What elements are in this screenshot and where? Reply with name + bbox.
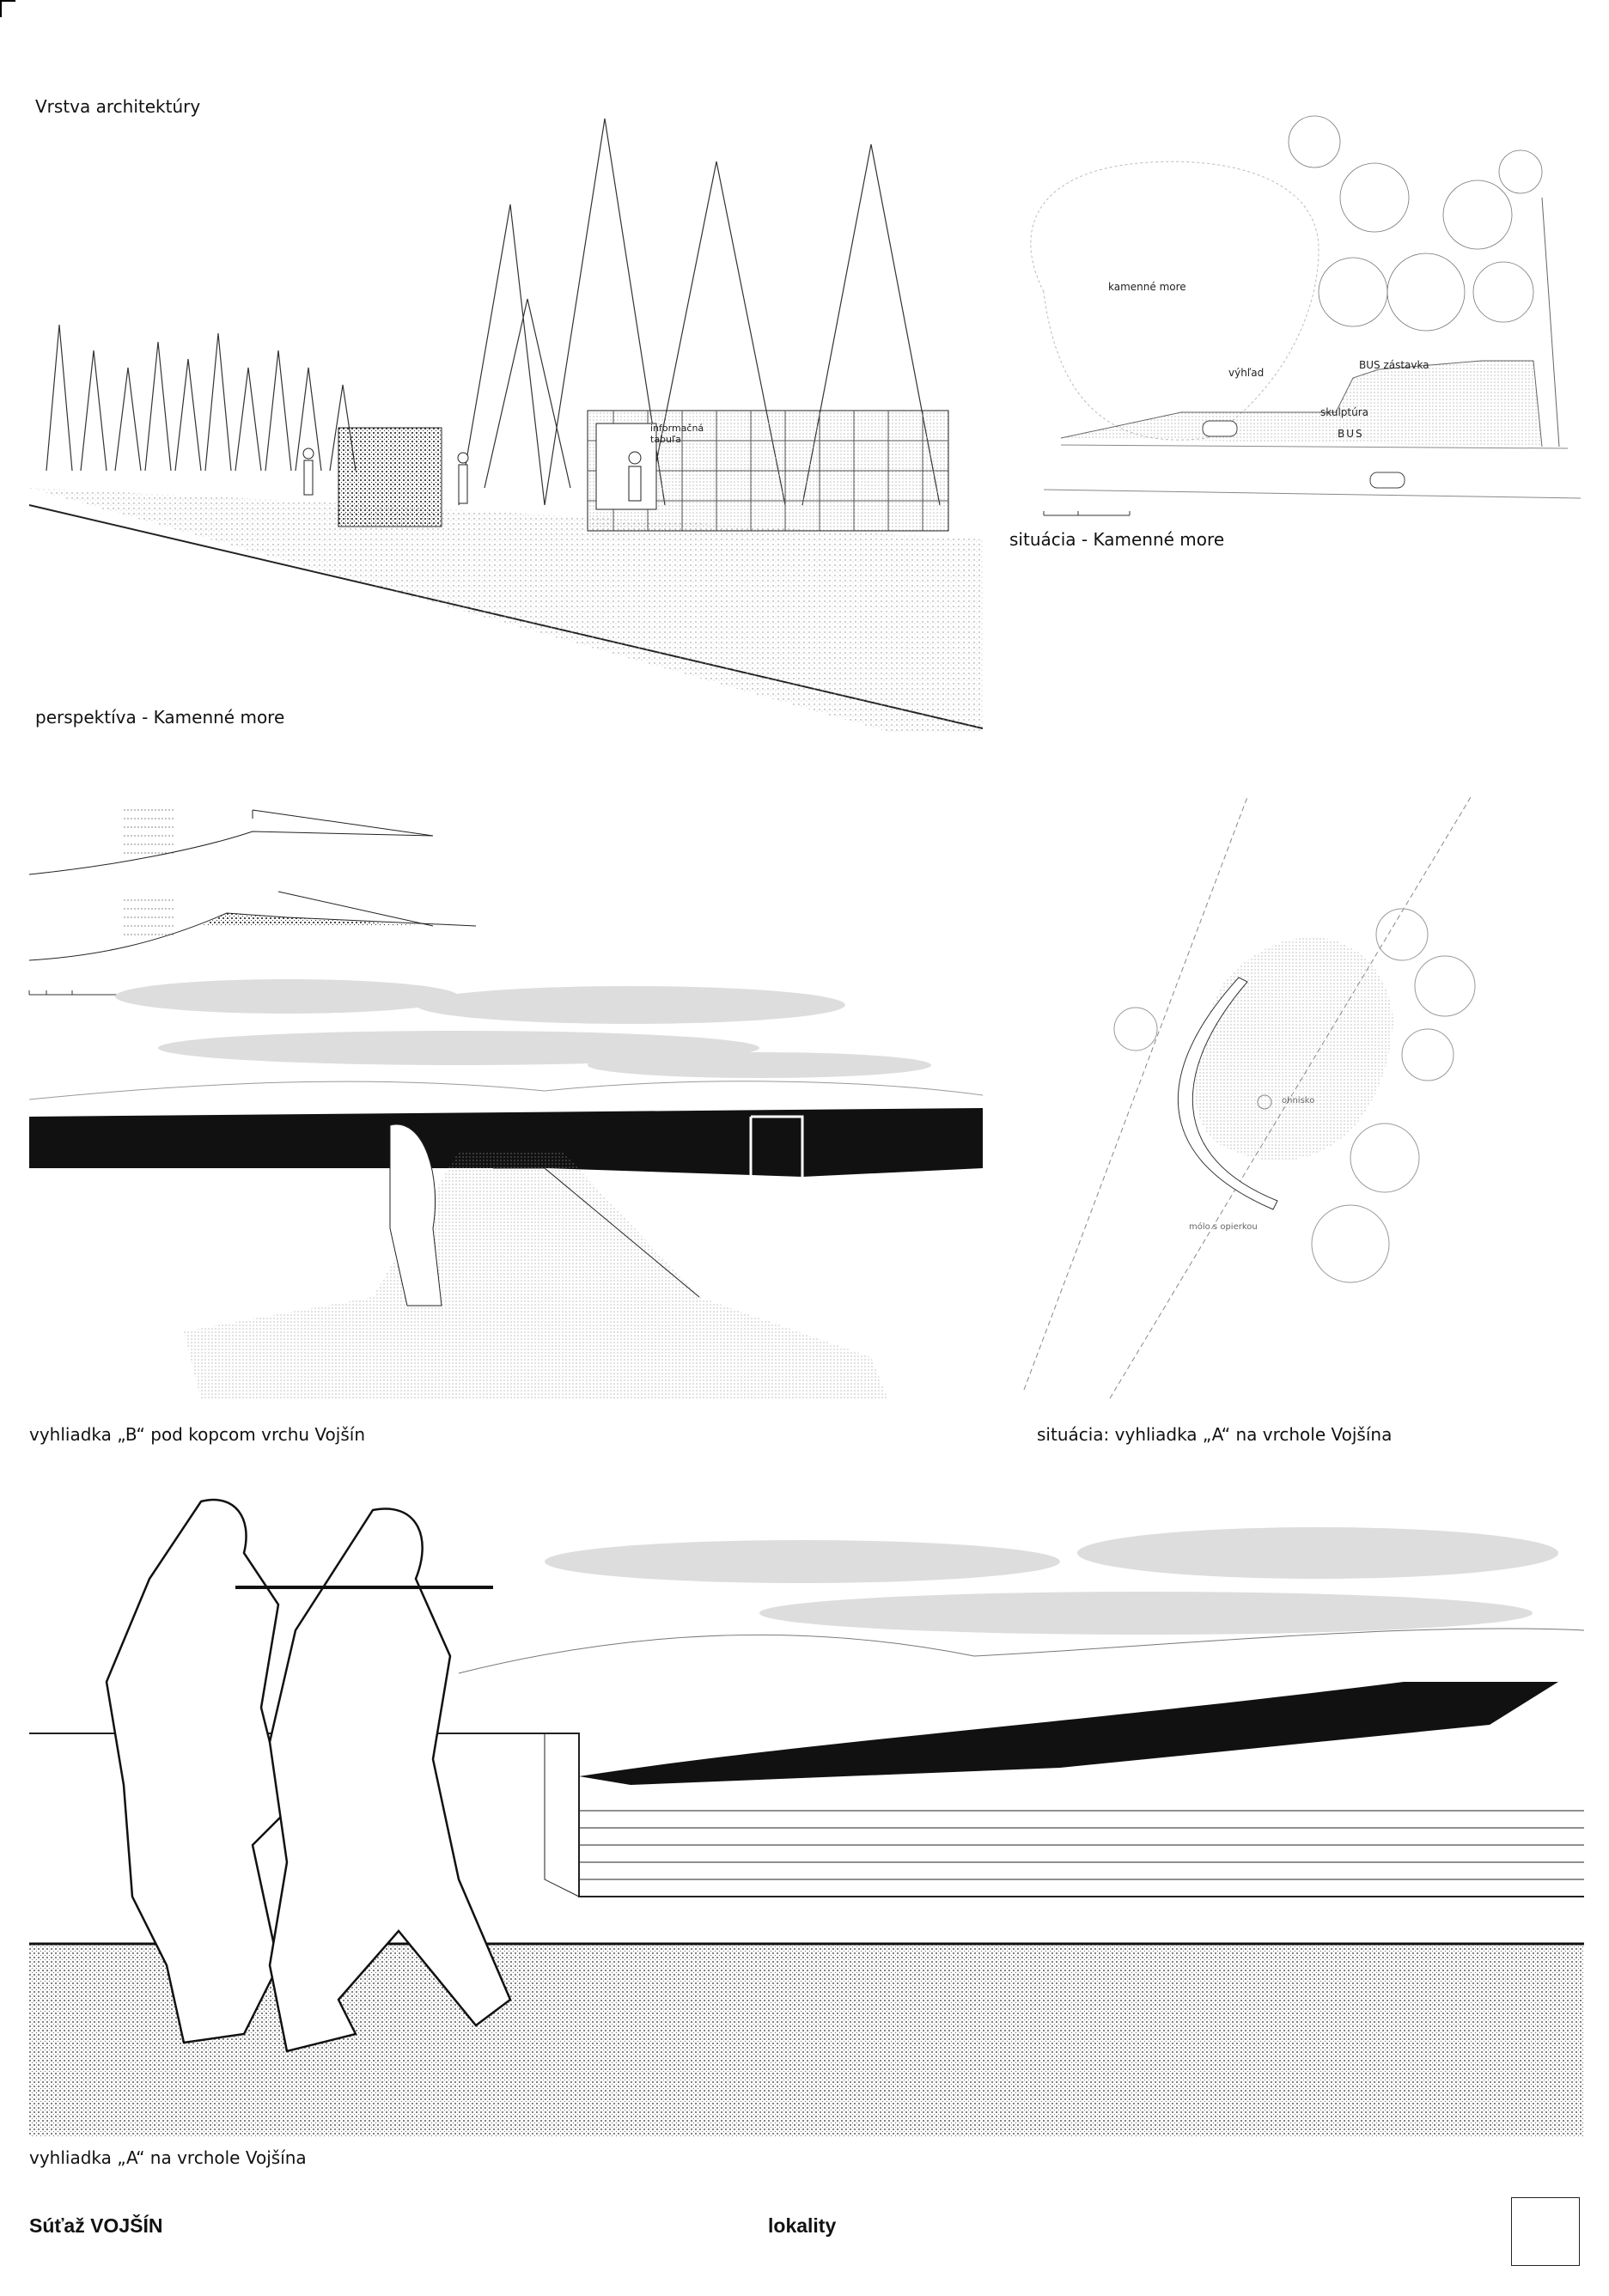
bus-label: BUS	[1338, 428, 1364, 440]
sheet-title: lokality	[768, 2214, 837, 2237]
viewpoint-b-perspective	[28, 979, 984, 1400]
viewpoint-b-caption: vyhliadka „B“ pod kopcom vrchu Vojšín	[29, 1424, 366, 1445]
bus-stop-label: BUS zástavka	[1359, 359, 1429, 371]
viewpoint-a-caption: vyhliadka „A“ na vrchole Vojšína	[29, 2147, 307, 2168]
site-viewpoint-a-caption: situácia: vyhliadka „A“ na vrchole Vojší…	[1037, 1424, 1393, 1445]
fireplace-label: ohnisko	[1282, 1096, 1315, 1105]
view-label: výhľad	[1228, 367, 1265, 379]
layer-title: Vrstva architektúry	[35, 96, 201, 117]
perspective-kamenne-more-caption: perspektíva - Kamenné more	[35, 707, 285, 728]
info-board-annotation: informačná tabuľa	[650, 423, 704, 445]
perspective-kamenne-more-drawing	[28, 118, 984, 732]
sculpture-label: skulptúra	[1320, 406, 1368, 418]
stone-sea-label: kamenné more	[1108, 281, 1186, 293]
site-kamenne-more-caption: situácia - Kamenné more	[1009, 529, 1225, 550]
site-plan-kamenne-more	[1030, 115, 1582, 516]
viewpoint-sections	[28, 809, 477, 996]
sheet-number-box	[1511, 2197, 1580, 2266]
pier-label: mólo s opierkou	[1189, 1222, 1258, 1232]
corner-crop-mark	[0, 0, 15, 17]
site-plan-viewpoint-a	[1023, 796, 1476, 1399]
viewpoint-a-perspective	[29, 1498, 1585, 2137]
competition-title: Súťaž VOJŠÍN	[29, 2214, 163, 2237]
